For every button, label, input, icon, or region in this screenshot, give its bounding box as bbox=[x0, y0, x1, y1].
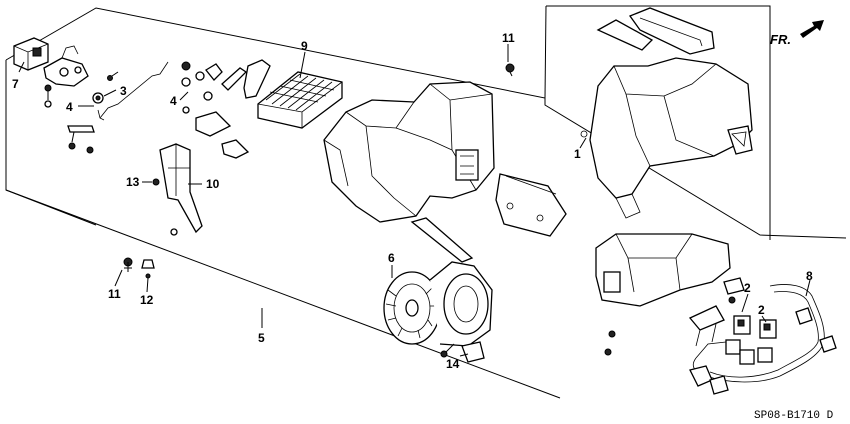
callout-9: 9 bbox=[301, 39, 308, 53]
part-9-air-filter bbox=[257, 71, 343, 129]
front-direction-label: FR. bbox=[770, 32, 791, 47]
front-direction-indicator: FR. bbox=[770, 20, 824, 47]
front-arrow-icon bbox=[800, 20, 824, 38]
callout-13: 13 bbox=[126, 175, 140, 189]
callout-2-left: 2 bbox=[744, 281, 751, 295]
callout-11-top: 11 bbox=[502, 31, 515, 45]
drawing-code: SP08-B1710 D bbox=[754, 410, 834, 422]
callout-14: 14 bbox=[446, 357, 460, 371]
callout-4-left: 4 bbox=[66, 100, 73, 114]
callout-1: 1 bbox=[574, 147, 581, 161]
part-6-blower-motor bbox=[383, 261, 493, 363]
callout-12: 12 bbox=[140, 293, 154, 307]
part-5-heater-unit-housing bbox=[323, 81, 495, 223]
part-10-bracket bbox=[152, 143, 203, 236]
part-4-lever-group bbox=[181, 59, 271, 159]
part-1-blower-upper-housing bbox=[589, 7, 753, 219]
callout-10: 10 bbox=[206, 177, 220, 191]
callout-4-right: 4 bbox=[170, 94, 177, 108]
part-3-control-rod-group bbox=[43, 45, 169, 154]
part-2-resistors bbox=[725, 315, 777, 365]
callout-2-right: 2 bbox=[758, 303, 765, 317]
blower-lower-case bbox=[595, 233, 731, 307]
callout-numbers: 7 3 4 4 13 10 9 11 1 6 8 2 2 11 12 5 14 bbox=[12, 31, 813, 371]
mode-door-plate bbox=[495, 173, 567, 237]
callout-5: 5 bbox=[258, 331, 265, 345]
callout-11-bottom: 11 bbox=[108, 287, 121, 301]
seal-strip bbox=[410, 217, 474, 263]
callout-8: 8 bbox=[806, 269, 813, 283]
callout-7: 7 bbox=[12, 77, 19, 91]
callout-6: 6 bbox=[388, 251, 395, 265]
assembly-frame bbox=[5, 5, 847, 399]
leader-lines bbox=[18, 44, 811, 357]
part-8-wire-harness bbox=[688, 277, 837, 395]
callout-3: 3 bbox=[120, 84, 127, 98]
part-7-switch-block bbox=[13, 37, 49, 71]
